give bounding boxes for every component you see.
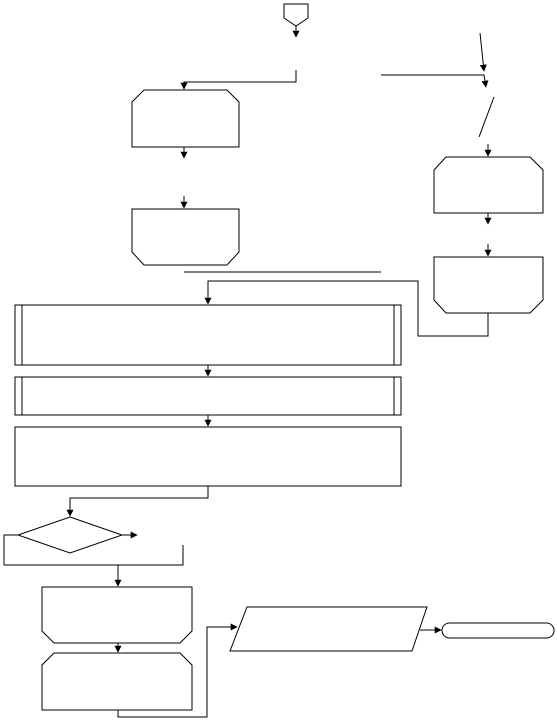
right-step-2 (433, 256, 544, 314)
connector-to-left-step-1 (180, 70, 297, 90)
bottom-step-2 (41, 652, 193, 711)
connector-right-top (479, 32, 487, 72)
io-output (229, 606, 428, 652)
connector-process-3-to-decision (66, 486, 209, 517)
decision (16, 516, 124, 554)
right-step-1 (433, 156, 544, 214)
left-step-1 (131, 89, 240, 148)
start-connector (283, 3, 309, 27)
left-step-2 (131, 208, 240, 266)
connector-bottom-to-output (117, 623, 238, 718)
connector-right-slant (478, 96, 495, 138)
process-1 (14, 304, 402, 366)
bottom-step-1 (41, 586, 193, 644)
process-2 (14, 376, 402, 416)
connector-decision-left-loop (3, 534, 184, 566)
process-3 (14, 426, 402, 487)
connector-right-to-process-1 (204, 280, 489, 337)
terminator (441, 622, 555, 639)
connector-right-split (381, 74, 489, 88)
